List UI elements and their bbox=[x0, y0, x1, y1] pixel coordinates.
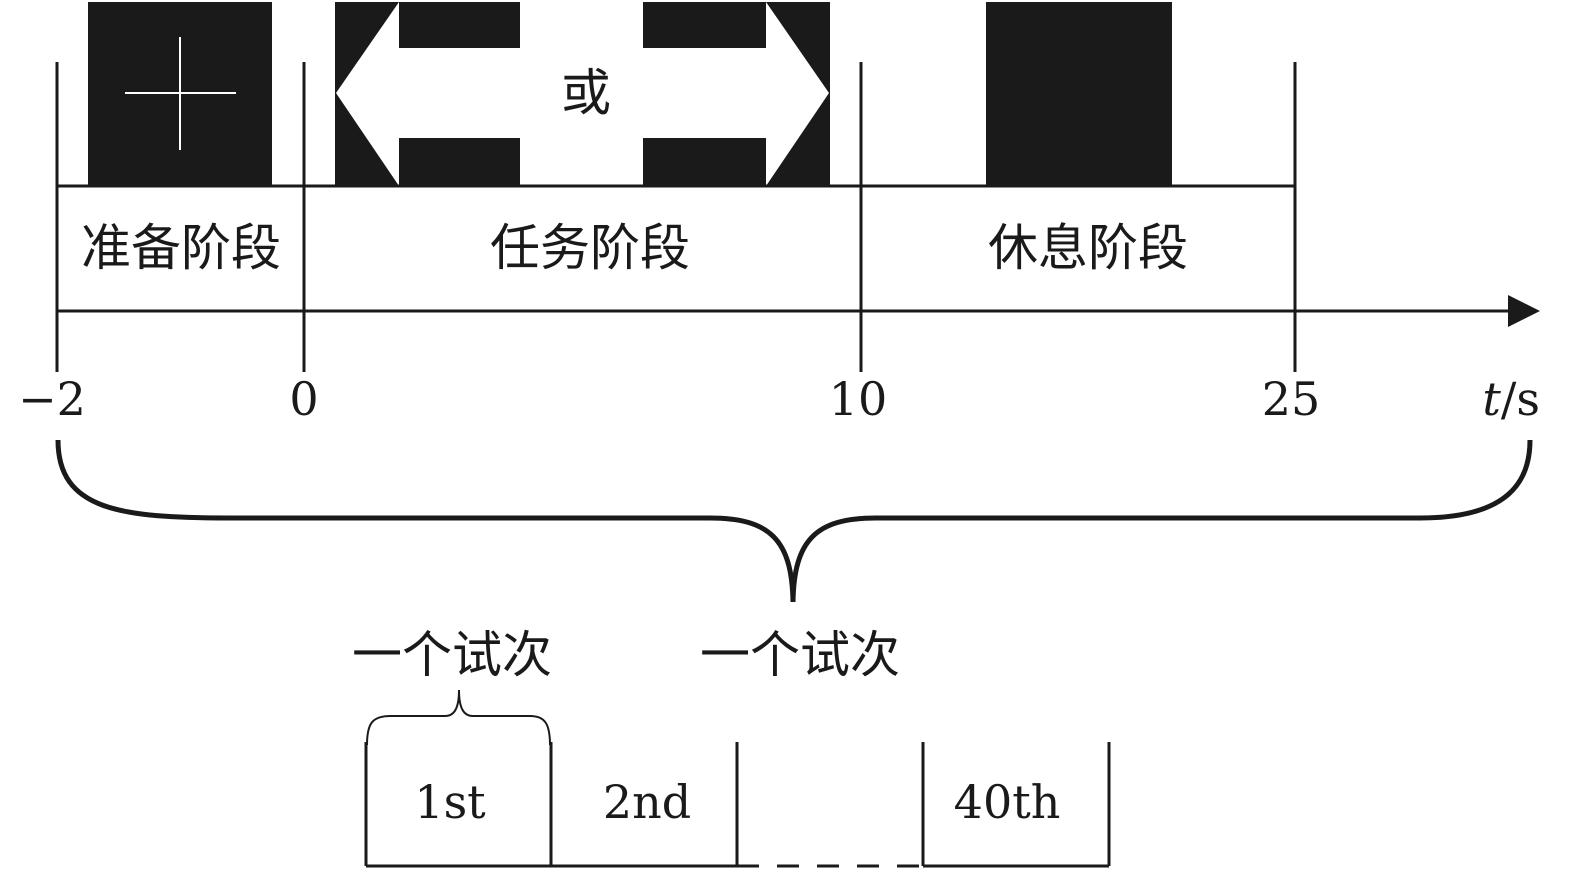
axis-unit-s: /s bbox=[1501, 372, 1540, 426]
axis-arrowhead bbox=[1508, 295, 1540, 327]
right-arrow-stimulus bbox=[643, 2, 830, 186]
trial-sequence bbox=[364, 742, 1111, 868]
phase-label-prepare: 准备阶段 bbox=[81, 219, 281, 277]
trial-label: 2nd bbox=[603, 775, 691, 829]
crosshair-icon bbox=[125, 37, 236, 150]
tick-label: −2 bbox=[18, 372, 86, 426]
trial-brace bbox=[55, 439, 1533, 603]
first-trial-brace bbox=[366, 689, 551, 746]
trial-annotation-center: 一个试次 bbox=[700, 626, 900, 684]
tick-label: 10 bbox=[829, 372, 888, 426]
phase-box bbox=[55, 62, 1515, 372]
phase-label-rest: 休息阶段 bbox=[988, 219, 1188, 277]
tick-label: 25 bbox=[1262, 372, 1321, 426]
trial-label: 1st bbox=[414, 775, 486, 829]
fixation-stimulus bbox=[88, 2, 272, 186]
tick-label: 0 bbox=[289, 372, 318, 426]
left-arrow-stimulus bbox=[335, 2, 520, 186]
axis-unit-label: t/s bbox=[1482, 372, 1540, 426]
axis-unit-t: t bbox=[1482, 372, 1501, 426]
or-label: 或 bbox=[561, 64, 611, 122]
rest-screen bbox=[986, 2, 1172, 186]
arrow-right-icon bbox=[643, 2, 829, 186]
trial-label: 40th bbox=[954, 775, 1061, 829]
phase-label-task: 任务阶段 bbox=[490, 219, 690, 277]
trial-annotation-left: 一个试次 bbox=[352, 626, 552, 684]
arrow-left-icon bbox=[336, 2, 520, 186]
